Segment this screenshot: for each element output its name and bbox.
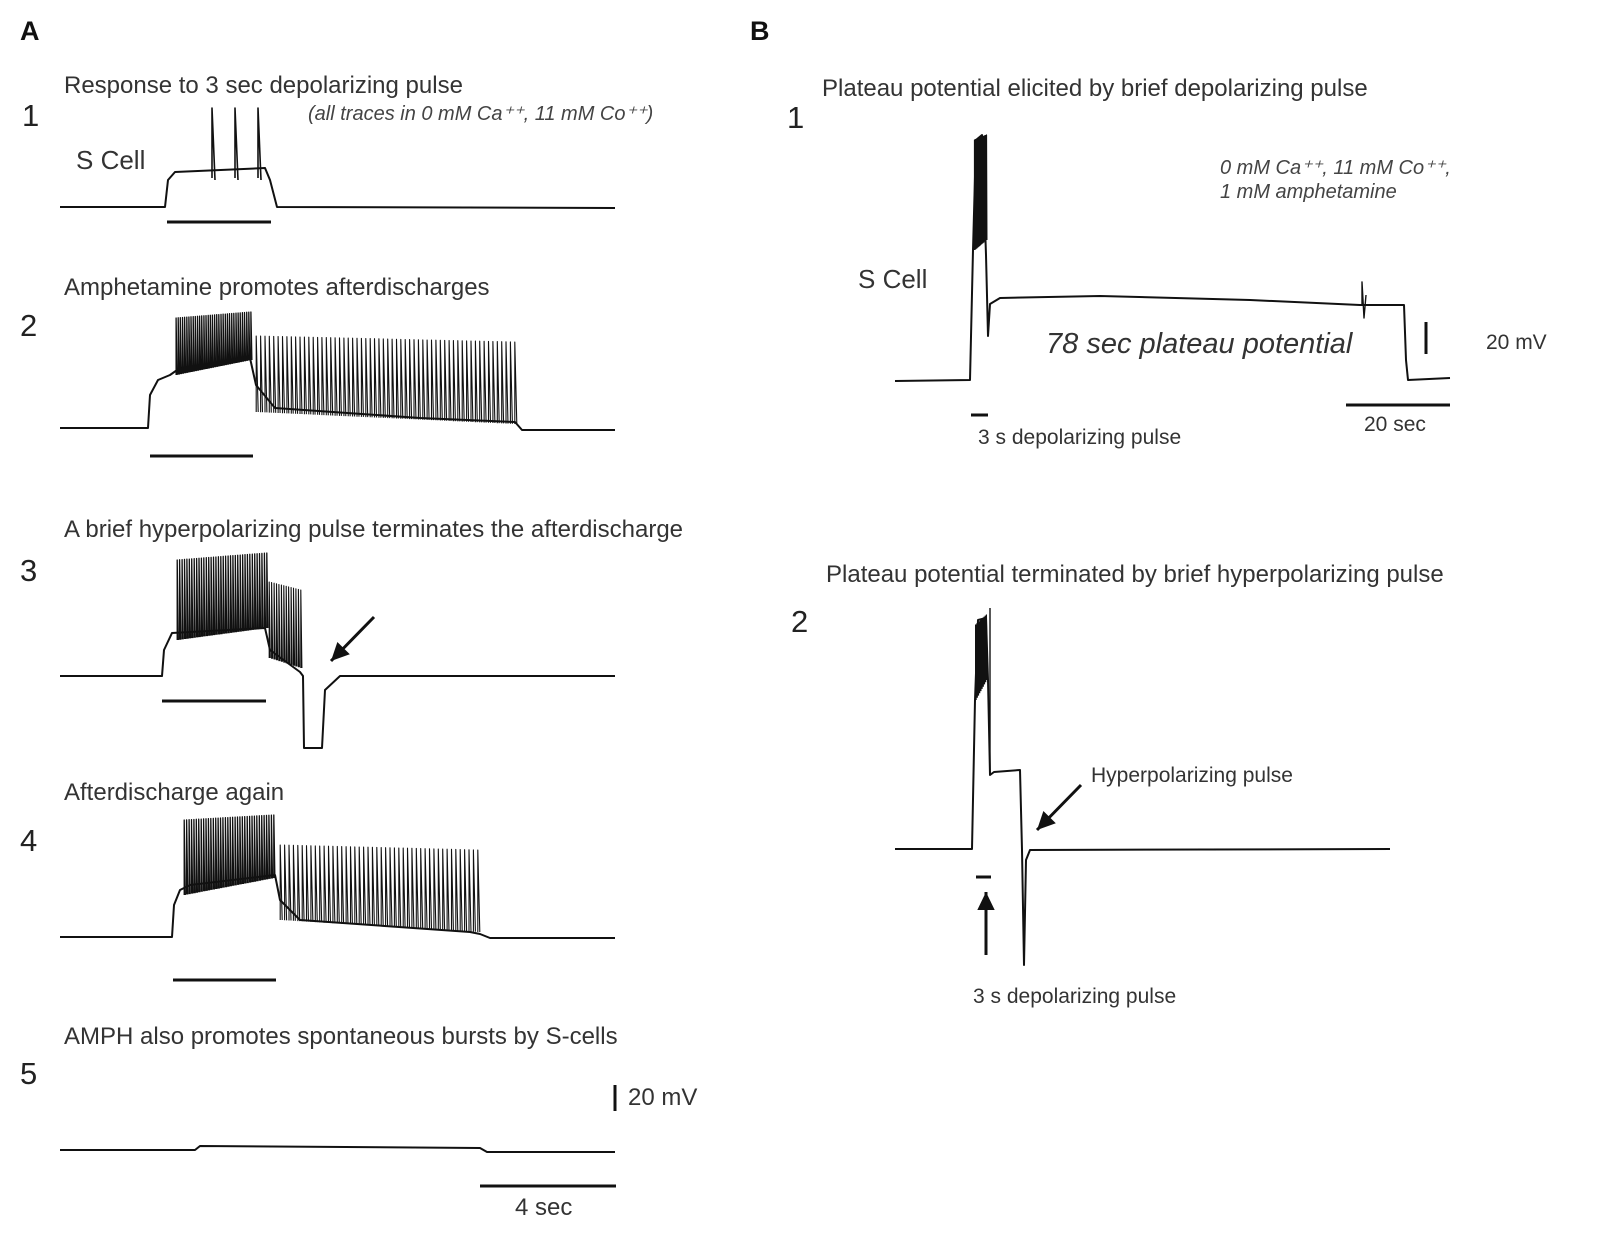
a3-title: A brief hyperpolarizing pulse terminates… [64, 516, 684, 543]
b-row-number-1: 1 [787, 100, 805, 135]
a4-title: Afterdischarge again [64, 779, 285, 806]
a2-afterdischarge-spikes [255, 335, 518, 425]
b1-note-line2: 1 mM amphetamine [1220, 181, 1397, 203]
a2-pulse-spikes [175, 311, 253, 376]
a5-trace [60, 1145, 615, 1153]
panel-letter-b: B [750, 16, 770, 46]
b1-late-spike [1361, 281, 1367, 319]
b1-title: Plateau potential elicited by brief depo… [822, 75, 1368, 102]
b1-burst-spikes [973, 134, 988, 251]
b2-up-arrow-head [977, 892, 995, 911]
a1-cell-label: S Cell [76, 145, 146, 175]
b1-cell-label: S Cell [858, 264, 928, 294]
a2-trace [60, 357, 615, 431]
a1-title: Response to 3 sec depolarizing pulse [64, 72, 463, 99]
a3-arrow-head [331, 642, 350, 661]
b2-trace [895, 617, 1391, 966]
b1-plateau-label: 78 sec plateau potential [1046, 328, 1353, 360]
b1-note-line1: 0 mM Ca⁺⁺, 11 mM Co⁺⁺, [1220, 157, 1451, 179]
panel-letter-a: A [20, 16, 40, 46]
a-scale-voltage-label: 20 mV [628, 1084, 698, 1111]
a2-title: Amphetamine promotes afterdischarges [64, 274, 490, 301]
a4-trace [60, 874, 615, 939]
a3-afterdischarge-spikes [268, 581, 303, 669]
a-row-number-2: 2 [20, 308, 38, 343]
b2-title: Plateau potential terminated by brief hy… [826, 561, 1444, 588]
a-row-number-5: 5 [20, 1056, 38, 1091]
b2-pulse-label: 3 s depolarizing pulse [973, 985, 1177, 1008]
a-scale-time-label: 4 sec [515, 1194, 573, 1221]
b2-burst-spikes [975, 614, 988, 701]
a1-trace [60, 167, 616, 209]
a1-spike-1 [211, 107, 216, 181]
a3-trace [60, 627, 615, 749]
a4-pulse-spikes [183, 814, 276, 896]
a-row-number-4: 4 [20, 823, 38, 858]
a4-afterdischarge-spikes [279, 844, 481, 933]
b1-pulse-label: 3 s depolarizing pulse [978, 426, 1182, 449]
a1-note: (all traces in 0 mM Ca⁺⁺, 11 mM Co⁺⁺) [308, 103, 654, 125]
b2-hyper-label: Hyperpolarizing pulse [1091, 764, 1293, 787]
a1-spike-3 [257, 107, 262, 181]
b2-hyper-arrow-head [1037, 811, 1056, 830]
a3-pulse-spikes [176, 552, 269, 641]
b-scale-voltage-label: 20 mV [1486, 331, 1547, 354]
b-scale-time-label: 20 sec [1364, 413, 1426, 436]
a-row-number-1: 1 [22, 98, 40, 133]
a5-title: AMPH also promotes spontaneous bursts by… [64, 1023, 618, 1050]
a-row-number-3: 3 [20, 553, 38, 588]
b-row-number-2: 2 [791, 604, 809, 639]
a1-spike-2 [234, 107, 239, 181]
